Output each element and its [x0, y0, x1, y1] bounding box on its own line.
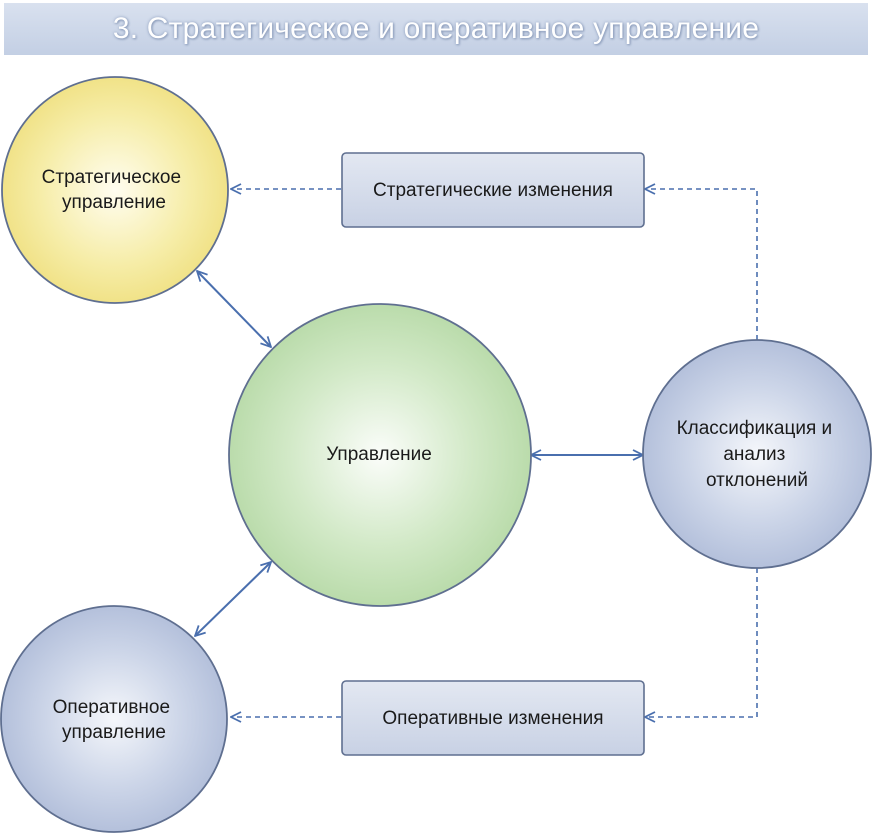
strategic-changes-label: Стратегические изменения [373, 180, 613, 201]
double-arrow-strategic-management [197, 271, 271, 347]
double-arrow-management-operative [195, 562, 271, 636]
operative-label-line-2: управление [62, 722, 166, 743]
operative-label: Оперативное управление [53, 697, 176, 743]
title-bar: 3. Стратегическое и оперативное управлен… [4, 3, 868, 55]
strategic-label-line-2: управление [62, 192, 166, 213]
analysis-label-line-1: Классификация и [677, 418, 833, 439]
page-title: 3. Стратегическое и оперативное управлен… [112, 12, 760, 45]
analysis-label-line-3: отклонений [706, 470, 808, 491]
operative-changes-box [341, 680, 645, 756]
node-management-circle [228, 303, 532, 607]
node-operative-circle [0, 605, 228, 833]
node-strategic-circle [1, 76, 229, 304]
strategic-label-line-1: Стратегическое [42, 167, 181, 188]
strategic-label: Стратегическое управление [42, 167, 187, 213]
operative-label-line-1: Оперативное [53, 697, 170, 718]
analysis-label-line-2: анализ [723, 444, 785, 465]
dashed-connector-analysis-to-strategic-changes [645, 189, 758, 340]
management-label: Управление [326, 444, 432, 465]
management-label-line-1: Управление [326, 444, 432, 465]
node-analysis-circle [642, 339, 872, 569]
strategic-changes-label-line-1: Стратегические изменения [373, 180, 613, 201]
dashed-connector-analysis-to-operative-changes [645, 568, 758, 717]
operative-changes-label-line-1: Оперативные изменения [382, 708, 603, 729]
strategic-changes-box [341, 152, 645, 228]
analysis-label: Классификация и анализ отклонений [677, 418, 838, 491]
operative-changes-label: Оперативные изменения [382, 708, 603, 729]
